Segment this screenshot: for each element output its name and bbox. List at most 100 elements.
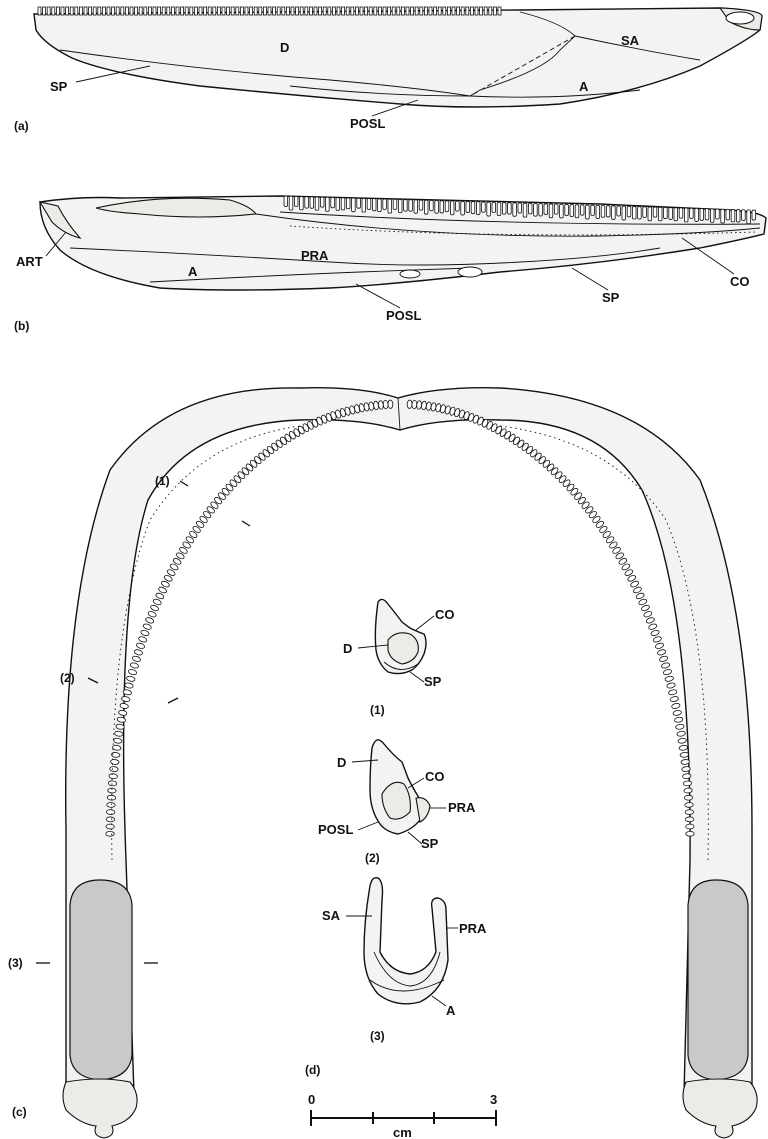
panel-a-tooth [167,7,170,15]
panel-a-tooth [360,7,363,15]
panel-b-tooth [560,204,564,218]
panel-b-tooth [721,209,725,223]
panel-a-tooth [415,7,418,15]
panel-c-tooth-socket [106,810,115,815]
panel-c-tooth-socket [150,604,160,612]
panel-a-label-a: A [579,79,589,94]
panel-c-tooth-socket [673,710,682,716]
panel-a-tooth [273,7,276,15]
panel-c-tooth-socket [124,682,133,689]
section-2-label-pra: PRA [448,800,476,815]
panel-c-tooth-socket [106,831,114,836]
panel-c-tooth-socket [108,781,117,787]
panel-b-tooth [471,202,475,214]
panel-a-tooth [498,7,501,15]
panel-b-tooth [591,205,595,215]
panel-b-tooth [643,207,647,218]
panel-b-tooth [430,200,434,210]
section-2-label-posl: POSL [318,822,353,837]
panel-c-tooth-socket [407,400,412,409]
panel-a-tooth [429,7,432,15]
panel-b-tooth [284,196,288,206]
panel-b-tooth [289,196,293,210]
panel-b-tooth [378,199,382,212]
panel-a-tooth [213,7,216,15]
panel-c-tooth-socket [650,629,660,636]
panel-b-tooth [539,204,543,216]
panel-c-tooth-socket [677,731,686,737]
panel-a-tooth [43,7,46,15]
panel-a-tooth [84,7,87,15]
panel-a-tooth [181,7,184,15]
panel-b-tooth [638,207,642,219]
panel-b-tooth [570,205,574,217]
panel-c-tooth-socket [685,810,694,815]
panel-a-tooth [89,7,92,15]
panel-a-tooth [323,7,326,15]
panel-b-tooth [456,201,460,211]
panel-b-tooth [690,208,694,218]
panel-b-tooth [331,197,335,207]
panel-b-tooth [346,198,350,209]
panel-c-section-mark-2: (2) [60,671,75,685]
panel-c-tooth-socket [383,400,388,409]
section-2-leader-sp [408,832,422,844]
panel-c-tooth-socket [110,766,119,772]
section-3-label-pra: PRA [459,921,487,936]
section-2-number: (2) [365,851,380,865]
panel-a-tooth [190,7,193,15]
section-1-number: (1) [370,703,385,717]
panel-a-tooth [452,7,455,15]
panel-b-tooth [372,199,376,211]
panel-b-tooth [653,207,657,217]
panel-c-tooth-socket [147,610,157,618]
panel-b-tooth [622,206,626,220]
panel-b-tooth [352,198,356,212]
panel-b-tooth [497,202,501,215]
panel-a-tooth [296,7,299,15]
panel-a-tooth [369,7,372,15]
panel-c-tooth-socket [685,817,694,822]
panel-c-tooth-socket [680,752,689,758]
panel-a-tooth [475,7,478,15]
panel-a-tooth [378,7,381,15]
panel-a-tooth [93,7,96,15]
panel-b-tooth [674,208,678,221]
panel-a-tooth [222,7,225,15]
scale-bar-line [311,1110,496,1126]
section-2-leader-posl [358,822,378,830]
panel-a-tag: (a) [14,119,29,133]
scale-bar-label-3: 3 [490,1092,497,1107]
panel-d-section-2: D CO PRA POSL SP (2) [318,740,476,865]
panel-a-tooth [461,7,464,15]
panel-c-tooth-socket [638,598,648,606]
panel-b-tooth [596,205,600,218]
panel-c-right-adductor-fossa [688,880,748,1080]
panel-d-section-1: D CO SP (1) [343,599,455,717]
panel-b-tooth [508,203,512,214]
scale-bar: 0 3 cm [308,1092,497,1139]
panel-b-tooth [742,210,746,221]
panel-c-tooth-socket [653,636,663,643]
panel-a-tooth [480,7,483,15]
panel-a-tooth [171,7,174,15]
panel-c-tooth-socket [674,717,683,723]
panel-c-tooth-socket [136,642,145,649]
panel-c-tooth-socket [670,696,679,703]
panel-a-tooth [254,7,257,15]
scale-bar-unit: cm [393,1125,412,1139]
panel-c-tooth-socket [678,738,687,744]
panel-a-tooth [79,7,82,15]
panel-b-label-art: ART [16,254,43,269]
section-1-label-co: CO [435,607,455,622]
panel-a-tooth [355,7,358,15]
panel-c-right-articular [683,1079,757,1138]
panel-a-label-d: D [280,40,289,55]
panel-b-tooth [336,198,340,211]
panel-c-tooth-socket [675,724,684,730]
panel-a-tooth [208,7,211,15]
panel-b-tooth [627,206,631,217]
panel-c-tooth-socket [643,610,653,618]
panel-a-tooth [70,7,73,15]
panel-c-tooth-socket [663,669,672,676]
